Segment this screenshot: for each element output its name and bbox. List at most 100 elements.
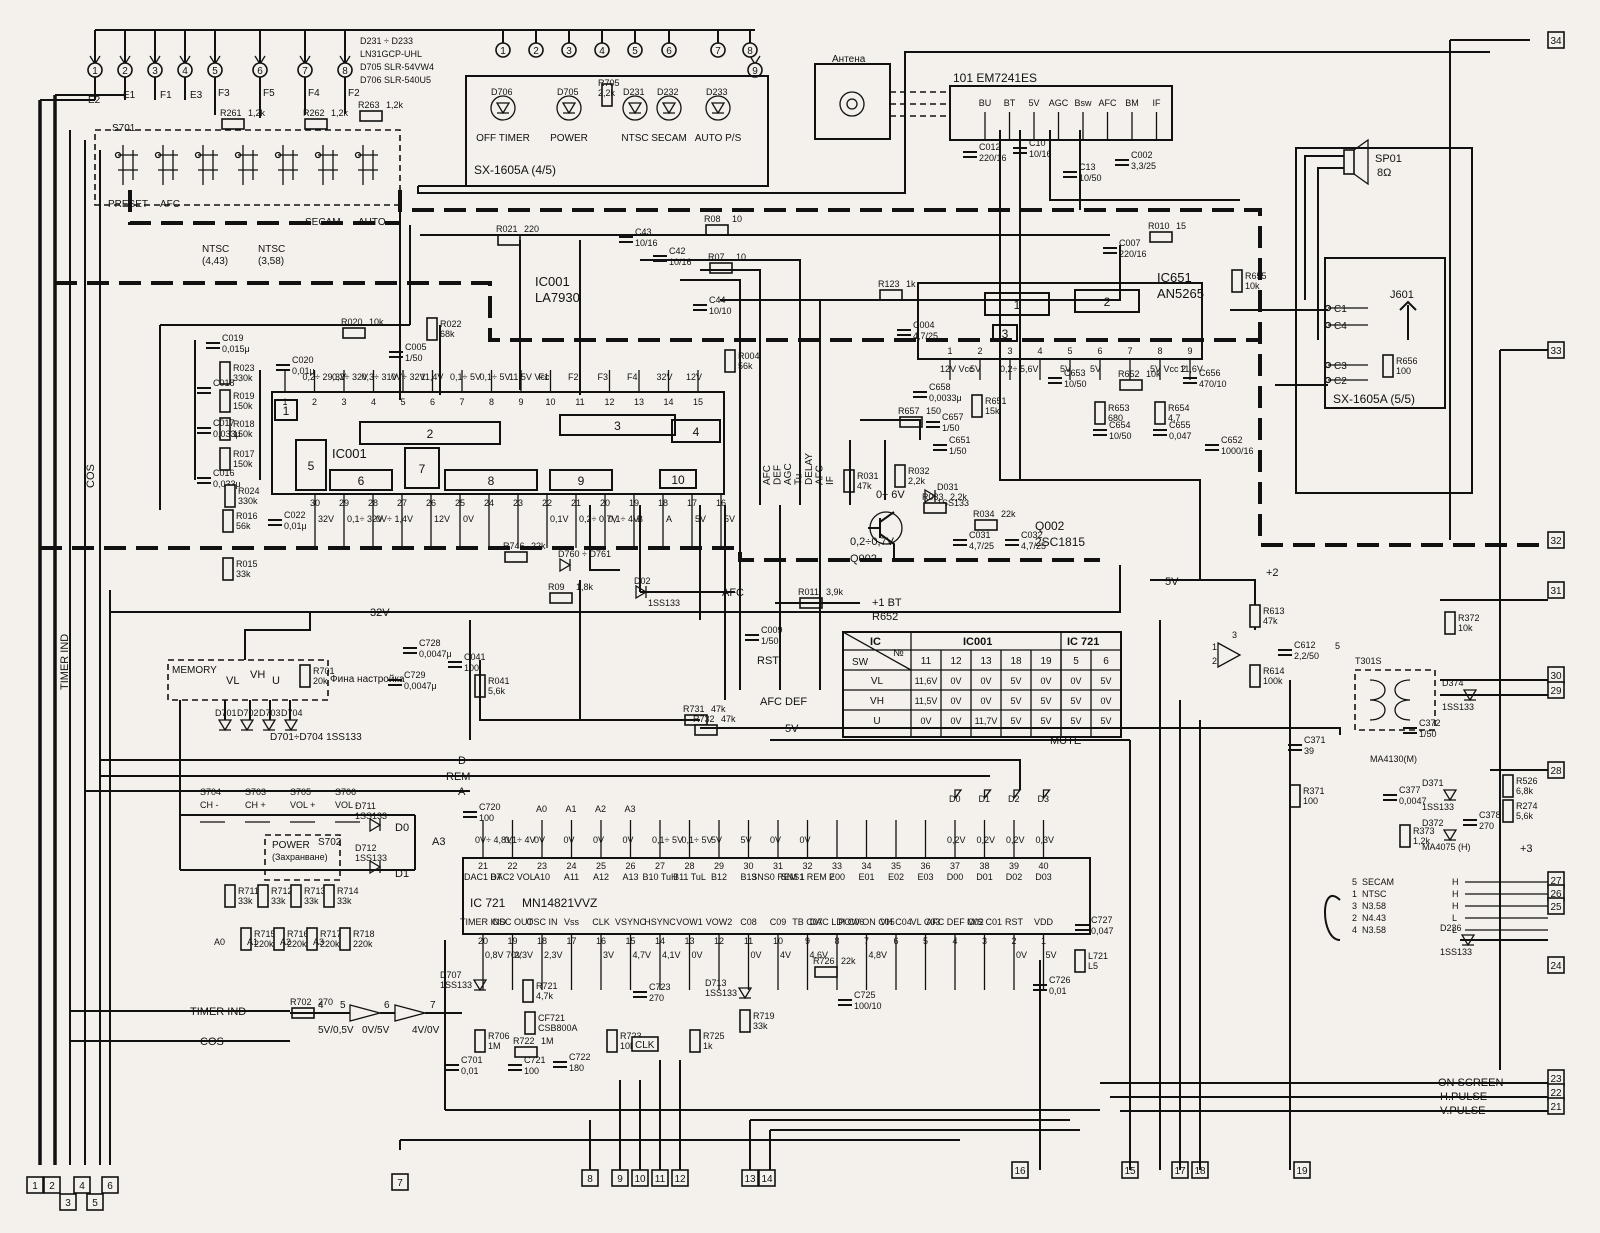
sys-0-lvl: H (1452, 877, 1459, 887)
sys-1-name: NTSC (1362, 889, 1387, 899)
ic651-part-r653-ref: R653 (1108, 403, 1130, 413)
mid-part-1-body (559, 557, 572, 573)
ic721-part-c723-body (633, 991, 647, 998)
ic721-bot-pin-1-name: VDD (1034, 917, 1054, 927)
sig-f4: F4 (308, 88, 320, 99)
tt-cell-2-0: 0V (920, 716, 931, 726)
conn-bottom-1-box (26, 1176, 44, 1194)
switch-contact (118, 145, 138, 185)
legend-line-2: LN31GCP-UHL (360, 49, 422, 59)
ic721-top-pin-26-name: A13 (622, 872, 638, 882)
right-part-5-body (1403, 727, 1417, 734)
ic651-part-c653-value: 10/50 (1064, 379, 1087, 389)
ic001-top-pin-14: 14 (663, 397, 673, 407)
ic721-top-pin-40: 40 (1038, 861, 1048, 871)
ic651-part: AN5265 (1157, 286, 1204, 301)
ic721-bot-pin-2-v: 0V (1016, 950, 1027, 960)
ic651-part-c658-body (913, 391, 927, 398)
ic651-part-r654-body (1154, 401, 1166, 425)
ic721-part-c723-value: 270 (649, 993, 664, 1003)
conn-right-21: 21 (1550, 1102, 1562, 1113)
q002-part-c031-body (953, 539, 967, 546)
right-part-11-value: 1SS133 (1422, 802, 1454, 812)
ic721-top-pin-32-name: SNS1 REM 2 (781, 872, 835, 882)
led-0-body (495, 102, 511, 115)
right-part-12-value: 1,2k (1413, 836, 1431, 846)
mem-note: D701÷D704 1SS133 (270, 732, 362, 743)
switch-contact (278, 145, 298, 185)
key-res-1-value: 33k (271, 896, 286, 906)
right-part-8-value: 100 (1303, 796, 1318, 806)
ic721-in-a3: A3 (625, 804, 636, 814)
ic721-part-c701-value: 0,01 (461, 1066, 479, 1076)
led-pin-6: 6 (666, 46, 672, 57)
sw-label-secam: SECAM (305, 217, 341, 228)
mid-part-10-body (299, 664, 311, 688)
ic001-top-pin-9: 9 (518, 397, 523, 407)
ic001-part-r004-value: 56k (738, 361, 753, 371)
led-0-label: OFF TIMER (476, 133, 530, 144)
ic001-part-c019-body (206, 342, 220, 349)
right-part-1-value: 100k (1263, 676, 1283, 686)
mid-part-7-ref: C729 (404, 670, 426, 680)
ic721-top-pin-31: 31 (773, 861, 783, 871)
ic001-part-r017-body (219, 447, 231, 471)
mid-part-9-ref: R041 (488, 676, 510, 686)
ic001-block-8-label: 8 (488, 474, 495, 488)
ic651-part-c10-ref: C10 (1029, 138, 1046, 148)
led-3-label: SECAM (651, 133, 687, 144)
ic001-part-r019-value: 150k (233, 401, 253, 411)
ic651-part-c657-ref: C657 (942, 412, 964, 422)
buffers: 7 6 4V/0V 0V/5V 5 4 5V/0,5V (290, 1000, 462, 1036)
buf2-vout: 5V/0,5V (318, 1025, 354, 1036)
key-a-3: A3 (313, 937, 324, 947)
ic721-top-pin-33-name: E00 (829, 872, 845, 882)
net-on-screen: ON SCREEN (1438, 1077, 1503, 1089)
ic721-part-r702-value: 270 (318, 997, 333, 1007)
ic721-part-c725-body (838, 999, 852, 1006)
ic001-top-pin-15-v: 12V (686, 372, 702, 382)
ic721-part-d707-value: 1SS133 (440, 980, 472, 990)
ic001-part-r021-value: 220 (524, 224, 539, 234)
key-0-switch (200, 814, 225, 823)
right-part-13-body (1442, 829, 1458, 842)
r263-ref: R263 (358, 100, 380, 110)
ic721-top-pin-26-v: 0V (623, 835, 634, 845)
right-buf-pin-3: 5 (1335, 641, 1340, 651)
ic651-part-c13-ref: C13 (1079, 162, 1096, 172)
ic001-top-pin-5-v: 0V÷ 32V (391, 372, 425, 382)
ic651-part-c007-value: 220/16 (1119, 249, 1147, 259)
ic721-top-pin-37-v: 0,2V (947, 835, 966, 845)
ic651-pin-2: 2 (977, 346, 982, 356)
right-part-17-ref: D236 (1440, 923, 1462, 933)
ic651-part-c652-value: 1000/16 (1221, 446, 1254, 456)
ic721-bot-pin-5-name: VL C03 (911, 917, 941, 927)
mid-part-12-ref: R732 (693, 714, 715, 724)
ic721-bot-pin-20-v: 0,8V 70V (485, 950, 522, 960)
ic651-part-r123-value: 1k (906, 279, 916, 289)
right-part-10-body (1383, 794, 1397, 801)
ic001-top-pin-5: 5 (400, 397, 405, 407)
sys-3-name: N4.43 (1362, 913, 1386, 923)
key-res-0-value: 33k (238, 896, 253, 906)
right-part-5-value: 1/50 (1419, 729, 1437, 739)
key-a-1: A1 (247, 937, 258, 947)
ic001-part-r018-value: 150k (233, 429, 253, 439)
top-conn-2-pin (117, 62, 133, 78)
led-3-ref: D232 (657, 87, 679, 97)
led-1-label: POWER (550, 133, 588, 144)
key-1-ref: S703 (245, 787, 266, 797)
key-pull-1-body (273, 927, 285, 951)
led-1-ref: D705 (557, 87, 579, 97)
sys-4-lvl: L (1452, 925, 1457, 935)
ic001-bot-pin-21-v: 0,2÷ 0,7V (579, 514, 617, 524)
ic001-part-r020-value: 10k (369, 317, 384, 327)
conn-bottom-9: 9 (617, 1174, 623, 1185)
key-res-2-value: 33k (304, 896, 319, 906)
right-part-16-body (1502, 799, 1514, 823)
mid-part-5-body (745, 634, 759, 641)
ic651-part-r656-value: 100 (1396, 366, 1411, 376)
ic721-part-c720-value: 100 (479, 813, 494, 823)
jack-board-title: SX-1605A (5/5) (1333, 392, 1415, 406)
